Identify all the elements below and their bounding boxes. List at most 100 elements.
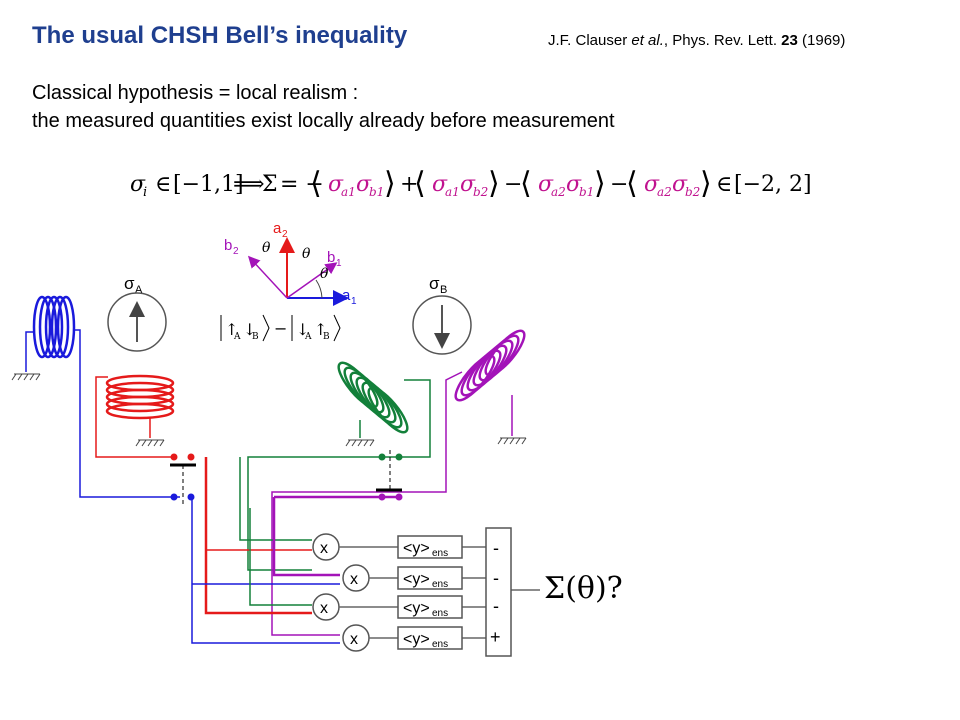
sign-2: - xyxy=(493,568,499,588)
sign-3: - xyxy=(493,596,499,616)
sigma-a-spin: σ A xyxy=(107,274,167,352)
wiring xyxy=(191,457,400,644)
averager-1-label: <y> xyxy=(403,540,430,557)
state-sub-B-1: B xyxy=(252,332,259,342)
averager-3-label: <y> xyxy=(403,600,430,617)
formula-sigma-i-sub: i xyxy=(143,185,147,200)
state-down-2: ↓ xyxy=(296,320,309,339)
state-sub-A-2: A xyxy=(304,332,312,342)
state-down-1: ↓ xyxy=(243,320,256,339)
sigma-a-circle xyxy=(107,292,167,352)
averager-3-sub: ens xyxy=(432,608,448,619)
term1-sigma-b: σ xyxy=(356,172,372,197)
ref-volume: 23 xyxy=(781,32,798,49)
theta-label-3: θ xyxy=(320,266,329,282)
hypothesis-line-2: the measured quantities exist locally al… xyxy=(32,110,615,132)
term4-sign: − xyxy=(610,172,628,197)
term4-a-label: a2 xyxy=(657,185,672,199)
sign-summer: - - - + xyxy=(485,527,512,657)
svg-text:⟩: ⟩ xyxy=(488,166,500,201)
averager-2-label: <y> xyxy=(403,571,430,588)
formula-equals-minus: = − xyxy=(280,172,324,197)
term3-sigma-a: σ xyxy=(538,172,554,197)
ref-year: (1969) xyxy=(797,32,846,49)
svg-text:⟨: ⟨ xyxy=(414,166,426,201)
term3-a-label: a2 xyxy=(551,185,566,199)
multiplier-2-label: x xyxy=(350,571,358,588)
svg-text:⟩: ⟩ xyxy=(384,166,396,201)
green-coil-b1 xyxy=(247,361,431,571)
switch-a xyxy=(170,453,196,507)
a2-label: a xyxy=(273,220,282,237)
formula-Sigma: Σ xyxy=(262,172,278,197)
multiplier-3-label: x xyxy=(320,600,328,617)
formula-range-2: [−2, 2] xyxy=(734,172,812,197)
multiplier-2: x xyxy=(342,564,370,592)
sigma-b-spin: σ B xyxy=(412,274,472,355)
term1-sigma-a: σ xyxy=(328,172,344,197)
multiplier-1: x xyxy=(312,533,340,561)
singlet-state: ↑ A ↓ B − ↓ A ↑ B xyxy=(220,314,341,342)
sigma-a-sub: A xyxy=(135,284,143,296)
b2-vector xyxy=(247,255,288,299)
correlator-term-1: ⟨ σ a1 σ b1 ⟩ xyxy=(310,166,396,201)
theta-label-2: θ xyxy=(302,246,311,262)
formula-in-2: ∈ xyxy=(716,172,732,197)
sigma-b-sub: B xyxy=(440,284,447,296)
state-up-2: ↑ xyxy=(314,320,327,339)
ref-authors: J.F. Clauser xyxy=(548,32,632,49)
sign-4: + xyxy=(490,627,501,647)
term2-sigma-a: σ xyxy=(432,172,448,197)
ground-symbol-red xyxy=(135,439,165,447)
ground-symbol-green xyxy=(345,439,375,447)
b2-sub: 2 xyxy=(233,246,239,257)
term1-b-label: b1 xyxy=(369,185,384,199)
a1-sub: 1 xyxy=(351,296,357,307)
correlator-term-4: ⟨ σ a2 σ b2 ⟩ xyxy=(626,166,712,201)
averager-2: <y> ens xyxy=(397,566,463,590)
sigma-b-circle xyxy=(412,295,472,355)
a1-label: a xyxy=(342,287,351,304)
ground-symbol-purple xyxy=(497,437,527,445)
svg-text:⟨: ⟨ xyxy=(626,166,638,201)
correlator-term-2: ⟨ σ a1 σ b2 ⟩ xyxy=(414,166,500,201)
averager-2-sub: ens xyxy=(432,579,448,590)
multiplier-3: x xyxy=(312,593,340,621)
term4-sigma-a: σ xyxy=(644,172,660,197)
term2-b-label: b2 xyxy=(473,185,488,199)
multiplier-4: x xyxy=(342,624,370,652)
b1-vector xyxy=(286,262,338,299)
multiplier-1-label: x xyxy=(320,540,328,557)
sigma-b-symbol: σ xyxy=(429,274,440,293)
sigma-a-symbol: σ xyxy=(124,274,135,293)
term2-sigma-b: σ xyxy=(460,172,476,197)
averager-1: <y> ens xyxy=(397,535,463,559)
state-minus: − xyxy=(274,319,287,338)
svg-text:⟩: ⟩ xyxy=(700,166,712,201)
chsh-formula: σ i ∈ [−1,1] ⟹ Σ = − ⟨ σ a1 σ b1 ⟩ + ⟨ σ… xyxy=(130,166,812,201)
page-title: The usual CHSH Bell’s inequality xyxy=(32,22,408,49)
svg-text:⟨: ⟨ xyxy=(310,166,322,201)
svg-text:⟨: ⟨ xyxy=(520,166,532,201)
ground-symbol-blue xyxy=(11,373,41,381)
theta-arc xyxy=(315,279,323,299)
sign-1: - xyxy=(493,538,499,558)
formula-sigma-i: σ xyxy=(130,172,146,197)
state-sub-A-1: A xyxy=(233,332,241,342)
multiplier-4-label: x xyxy=(350,631,358,648)
term4-sigma-b: σ xyxy=(672,172,688,197)
svg-text:⟩: ⟩ xyxy=(594,166,606,201)
b1-sub: 1 xyxy=(336,258,342,269)
averager-3: <y> ens xyxy=(397,595,463,619)
result-sigma-theta: Σ(θ)? xyxy=(544,571,623,606)
formula-in-1: ∈ xyxy=(155,172,171,197)
ref-etal: et al. xyxy=(631,32,664,49)
b1-label: b xyxy=(327,249,335,266)
state-up-1: ↑ xyxy=(225,320,238,339)
angle-diagram: a 2 b 2 b 1 a 1 θ θ θ xyxy=(224,220,357,307)
formula-range-1: [−1,1] xyxy=(173,172,244,197)
hypothesis-line-1: Classical hypothesis = local realism : xyxy=(32,82,359,104)
theta-label-1: θ xyxy=(262,240,271,256)
state-sub-B-2: B xyxy=(323,332,330,342)
